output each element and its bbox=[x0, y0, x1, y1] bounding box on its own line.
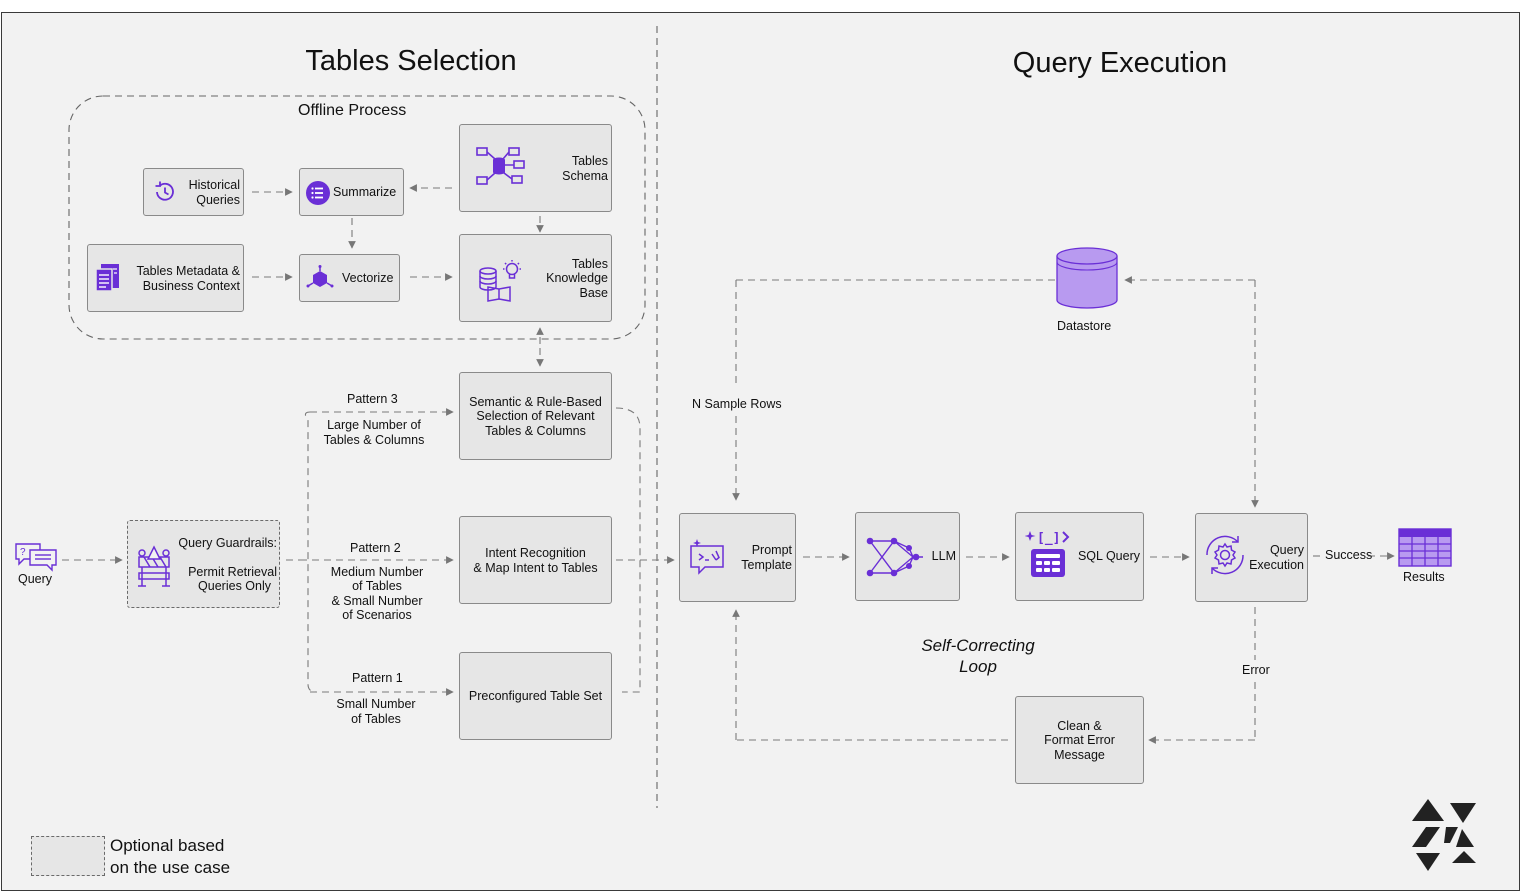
prompt-template-label-2: Template bbox=[741, 558, 792, 572]
knowledge-base-label-1: Tables bbox=[571, 257, 608, 271]
tables-schema-label-2: Schema bbox=[562, 169, 608, 183]
vectorize-label: Vectorize bbox=[342, 271, 394, 285]
neural-network-icon bbox=[866, 537, 923, 577]
tables-schema-node[interactable]: Tables Schema bbox=[459, 124, 612, 212]
sql-query-label: SQL Query bbox=[1077, 549, 1140, 563]
prompt-template-node[interactable]: Prompt Template bbox=[679, 513, 796, 602]
knowledge-base-icon bbox=[479, 260, 521, 302]
history-icon bbox=[155, 181, 174, 201]
pattern2-desc-3: & Small Number bbox=[331, 594, 423, 608]
guardrails-label-1: Query Guardrails: bbox=[178, 536, 277, 550]
sql-query-node[interactable]: [_] SQL Query bbox=[1015, 512, 1144, 601]
guardrails-label-4: Queries Only bbox=[198, 579, 271, 593]
prompt-icon bbox=[690, 539, 724, 575]
legend-label-2: on the use case bbox=[110, 858, 231, 877]
tables-selection-title: Tables Selection bbox=[305, 45, 517, 77]
query-guardrails-node[interactable]: Query Guardrails: Permit Retrieval Queri… bbox=[127, 520, 280, 608]
diagram-canvas bbox=[1, 12, 1520, 891]
historical-queries-label-1: Historical bbox=[188, 178, 240, 192]
preconfigured-label: Preconfigured Table Set bbox=[468, 689, 603, 703]
preconfigured-table-set-node[interactable]: Preconfigured Table Set bbox=[459, 652, 612, 740]
llm-label: LLM bbox=[931, 549, 956, 563]
n-sample-rows-label: N Sample Rows bbox=[692, 397, 782, 411]
pattern3-label: Pattern 3 bbox=[347, 392, 398, 406]
query-execution-label-1: Query bbox=[1269, 543, 1304, 557]
pattern2-desc-2: of Tables bbox=[352, 579, 402, 593]
pattern2-desc-4: of Scenarios bbox=[342, 608, 412, 622]
list-icon bbox=[306, 181, 330, 205]
self-correcting-loop-label-1: Self-Correcting bbox=[921, 636, 1035, 655]
table-results-icon bbox=[1398, 528, 1452, 567]
pattern1-label: Pattern 1 bbox=[352, 671, 403, 685]
tables-metadata-label-2: Business Context bbox=[142, 279, 240, 293]
pattern3-desc-2: Tables & Columns bbox=[323, 433, 425, 447]
datastore-label: Datastore bbox=[1057, 319, 1112, 333]
prompt-template-label-1: Prompt bbox=[751, 543, 792, 557]
pattern1-desc-1: Small Number bbox=[336, 697, 416, 711]
pattern2-desc-1: Medium Number bbox=[330, 565, 424, 579]
llm-node[interactable]: LLM bbox=[855, 512, 960, 601]
vectorize-node[interactable]: Vectorize bbox=[299, 254, 400, 302]
pattern1-desc-2: of Tables bbox=[351, 712, 401, 726]
historical-queries-label-2: Queries bbox=[196, 193, 240, 207]
knowledge-base-node[interactable]: Tables Knowledge Base bbox=[459, 234, 612, 322]
summarize-label: Summarize bbox=[333, 185, 397, 199]
legend-optional-swatch bbox=[31, 836, 105, 876]
a7-triangle-logo bbox=[1412, 799, 1476, 871]
query-label: Query bbox=[18, 572, 53, 586]
legend-label-1: Optional based bbox=[110, 836, 225, 855]
knowledge-base-label-3: Base bbox=[579, 286, 609, 300]
tables-metadata-label-1: Tables Metadata & bbox=[136, 264, 240, 278]
clean-format-error-node[interactable]: Clean & Format Error Message bbox=[1015, 696, 1144, 784]
semantic-label-1: Semantic & Rule-Based bbox=[469, 395, 602, 409]
intent-label-1: Intent Recognition bbox=[485, 546, 586, 560]
svg-text:?: ? bbox=[20, 547, 26, 558]
results-label: Results bbox=[1403, 570, 1445, 584]
knowledge-base-label-2: Knowledge bbox=[546, 271, 608, 285]
error-label: Error bbox=[1242, 663, 1270, 677]
schema-icon bbox=[476, 147, 525, 185]
historical-queries-node[interactable]: Historical Queries bbox=[143, 168, 244, 216]
sql-icon: [_] bbox=[1025, 531, 1070, 577]
summarize-node[interactable]: Summarize bbox=[299, 168, 404, 216]
self-correcting-loop-label-2: Loop bbox=[959, 657, 997, 676]
intent-recognition-node[interactable]: Intent Recognition & Map Intent to Table… bbox=[459, 516, 612, 604]
tables-metadata-node[interactable]: Tables Metadata & Business Context bbox=[87, 244, 244, 312]
svg-text:[_]: [_] bbox=[1037, 531, 1060, 546]
query-execution-title: Query Execution bbox=[1012, 47, 1228, 79]
pattern2-label: Pattern 2 bbox=[350, 541, 401, 555]
barrier-icon bbox=[138, 545, 170, 587]
success-label: Success bbox=[1325, 548, 1373, 562]
semantic-label-2: Selection of Relevant bbox=[476, 409, 595, 423]
vector-icon bbox=[306, 265, 334, 288]
clean-label-1: Clean & bbox=[1057, 719, 1102, 733]
document-icon bbox=[95, 264, 119, 292]
guardrails-label-3: Permit Retrieval bbox=[188, 565, 277, 579]
intent-label-2: & Map Intent to Tables bbox=[473, 561, 598, 575]
offline-process-title: Offline Process bbox=[298, 102, 407, 119]
semantic-selection-node[interactable]: Semantic & Rule-Based Selection of Relev… bbox=[459, 372, 612, 460]
datastore-icon bbox=[1056, 247, 1118, 309]
chat-icon: ? bbox=[15, 543, 57, 572]
gear-cycle-icon bbox=[1206, 535, 1244, 575]
query-execution-label-2: Execution bbox=[1249, 558, 1304, 572]
pattern3-desc-1: Large Number of bbox=[327, 418, 421, 432]
clean-label-2: Format Error bbox=[1044, 733, 1115, 747]
clean-label-3: Message bbox=[1054, 748, 1105, 762]
semantic-label-3: Tables & Columns bbox=[485, 424, 586, 438]
query-execution-node[interactable]: Query Execution bbox=[1195, 513, 1308, 602]
tables-schema-label-1: Tables bbox=[571, 154, 608, 168]
